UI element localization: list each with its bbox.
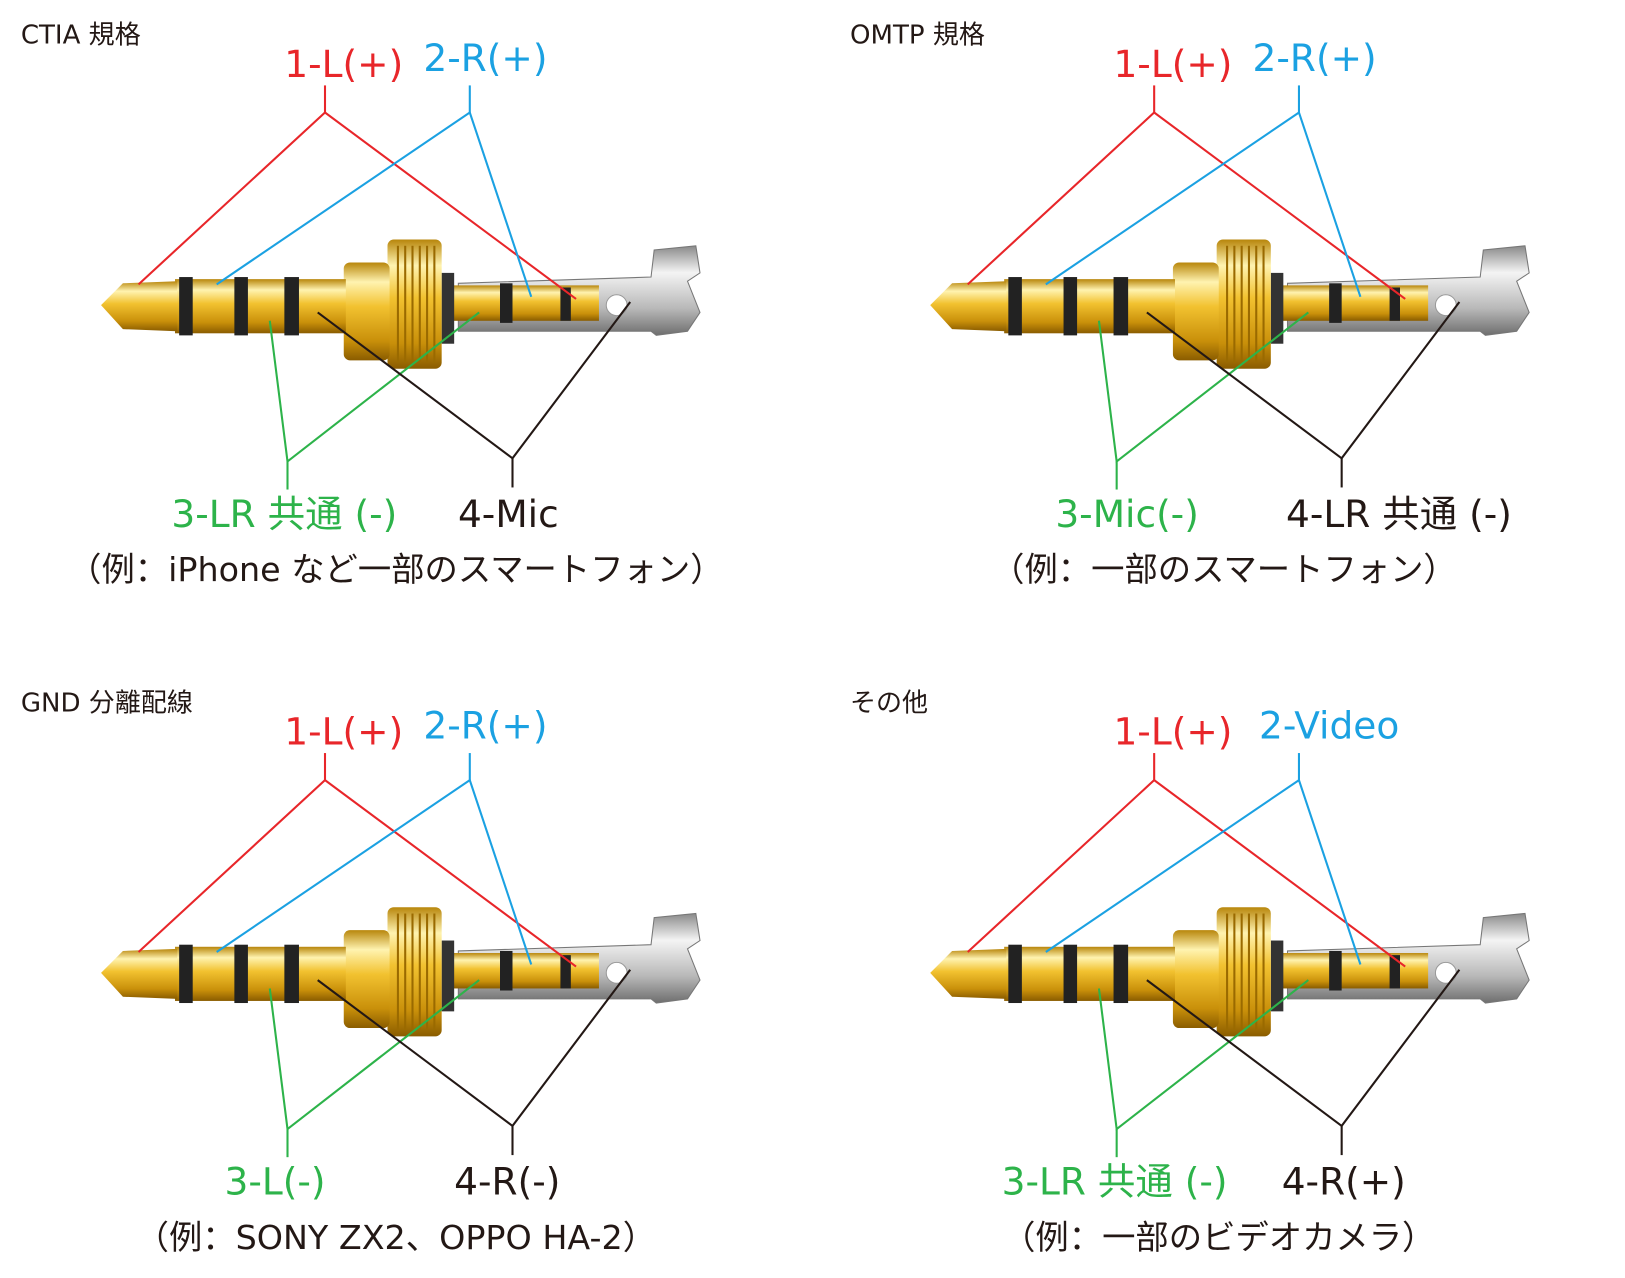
insulator-ring (1008, 944, 1022, 1004)
sleeve (175, 279, 346, 334)
washer (441, 272, 455, 344)
insulator-band (1329, 950, 1342, 991)
washer (1270, 272, 1284, 344)
audio-plug-image (930, 239, 1530, 369)
insulator-ring (1063, 277, 1078, 336)
insulator-ring (179, 277, 193, 336)
pinout-panel: GND 分離配線 1-L(+) 2-R(+) 3-L(-) 4-R(-) （例：SONY … (21, 688, 701, 1257)
panel-title: GND 分離配線 (21, 688, 193, 718)
insulator-ring (1008, 277, 1022, 336)
panel-title: その他 (850, 688, 928, 718)
pin4-label: 4-R(+) (1282, 1160, 1406, 1204)
collar (1172, 930, 1219, 1029)
insulator-ring (1113, 944, 1129, 1004)
insulator-ring (179, 944, 193, 1004)
audio-plug-image (101, 907, 701, 1037)
plug-tip (930, 948, 1007, 999)
collar (1172, 262, 1219, 361)
terminal-hole (1434, 294, 1457, 317)
sleeve (1004, 946, 1175, 1001)
pin3-label: 3-LR 共通 (-) (1002, 1160, 1228, 1204)
insulator-band (500, 950, 513, 991)
pin3-label: 3-Mic(-) (1055, 492, 1199, 536)
example-caption: （例：一部のビデオカメラ） (1002, 1218, 1435, 1257)
pin4-label: 4-R(-) (454, 1160, 560, 1204)
insulator-ring (1063, 944, 1078, 1004)
insulator-ring (1113, 277, 1129, 336)
pin2-label: 2-R(+) (1253, 36, 1377, 80)
pinout-panel: CTIA 規格 1-L(+) 2-R(+) 3-LR 共通 (-) 4-Mic （例：iP… (21, 21, 724, 589)
insulator-band (560, 955, 571, 989)
insulator-band (500, 283, 513, 323)
collar (343, 930, 390, 1029)
insulator-ring (234, 277, 248, 336)
panel-title: CTIA 規格 (21, 21, 141, 51)
washer (1270, 940, 1284, 1012)
pin4-label: 4-Mic (458, 492, 559, 536)
example-caption: （例：SONY ZX2、OPPO HA-2） (136, 1218, 656, 1257)
example-caption: （例：iPhone など一部のスマートフォン） (68, 550, 723, 589)
pin3-label: 3-L(-) (224, 1160, 325, 1204)
pin3-label: 3-LR 共通 (-) (171, 492, 397, 536)
insulator-ring (284, 277, 299, 336)
pin4-label: 4-LR 共通 (-) (1286, 492, 1512, 536)
pin1-label: 1-L(+) (1113, 710, 1232, 754)
pinout-panel: OMTP 規格 1-L(+) 2-R(+) 3-Mic(-) 4-LR 共通 (-) （例… (850, 21, 1530, 589)
pin2-label: 2-Video (1259, 703, 1399, 747)
sleeve (175, 946, 346, 1001)
thread-nut (1216, 239, 1271, 369)
pin2-label: 2-R(+) (423, 703, 547, 747)
sleeve (1004, 279, 1175, 334)
insulator-ring (284, 944, 299, 1004)
insulator-band (560, 287, 571, 321)
plug-tip (101, 281, 178, 332)
plug-tip (101, 948, 178, 999)
pin1-label: 1-L(+) (284, 42, 403, 86)
pin2-label: 2-R(+) (423, 36, 547, 80)
audio-plug-image (101, 239, 701, 369)
collar (343, 262, 390, 361)
terminal-hole (605, 961, 628, 984)
insulator-band (1389, 287, 1400, 321)
example-caption: （例：一部のスマートフォン） (991, 550, 1457, 589)
audio-plug-image (930, 907, 1530, 1037)
thread-nut (1216, 907, 1271, 1037)
panel-title: OMTP 規格 (850, 21, 985, 51)
insulator-ring (234, 944, 248, 1004)
plug-tip (930, 281, 1007, 332)
pin1-label: 1-L(+) (1113, 42, 1232, 86)
terminal-hole (605, 294, 628, 317)
insulator-band (1389, 955, 1400, 989)
insulator-band (1329, 283, 1342, 323)
washer (441, 940, 455, 1012)
pin1-label: 1-L(+) (284, 710, 403, 754)
terminal-hole (1434, 961, 1457, 984)
pinout-panel: その他 1-L(+) 2-Video 3-LR 共通 (-) 4-R(+) （例：一部のビ… (850, 688, 1530, 1257)
